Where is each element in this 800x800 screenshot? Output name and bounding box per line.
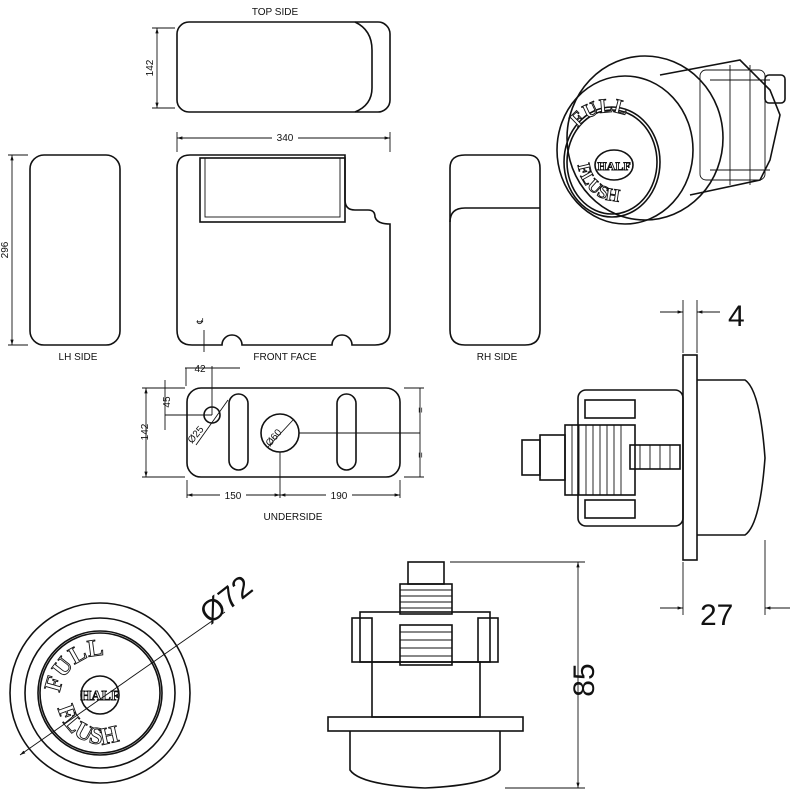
underside-label: UNDERSIDE [264,512,323,523]
lh-side-label: LH SIDE [59,352,98,363]
width-dimension-group: 340 [176,130,391,152]
front-face-view: ℄ FRONT FACE [176,154,391,363]
hole-offset-y-dimension: 45 [162,396,173,408]
large-hole-diameter: Ø60 [264,427,285,449]
button-full-text: FULL [40,635,105,695]
top-side-label: TOP SIDE [252,7,299,18]
button-diameter-dimension: Ø72 [194,570,259,631]
button-front-view: FULL HALF FLUSH Ø72 [9,570,259,784]
equal-mark-top: = [414,407,425,413]
hole-offset-x-dimension: 42 [194,364,206,375]
centerline-symbol: ℄ [195,318,205,325]
button-half-text: HALF [81,689,120,704]
underside-view: 42 45 142 Ø25 Ø60 = = 150 190 UNDERSIDE [140,364,425,523]
rh-side-label: RH SIDE [477,352,518,363]
button-elevation-view: 85 [327,561,601,789]
rh-side-view: RH SIDE [449,154,541,363]
underside-depth-dimension: 142 [140,423,151,440]
left-to-center-dimension: 150 [225,491,242,502]
height-dimension: 296 [0,241,11,258]
equal-mark-bottom: = [414,452,425,458]
button-side-view: 4 27 [521,300,790,632]
button-projection-dimension: 27 [700,599,733,632]
top-depth-dimension: 142 [145,59,156,76]
plate-thickness-dimension: 4 [728,300,745,333]
overall-length-dimension: 85 [568,663,601,696]
width-dimension: 340 [277,133,294,144]
lh-side-view: 296 LH SIDE [0,154,121,363]
center-to-right-dimension: 190 [331,491,348,502]
button-full-path: FULL [40,634,106,695]
knob-half-text: HALF [597,159,630,173]
top-side-view: TOP SIDE 142 [145,7,391,113]
button-isometric-view: FULL HALF [556,55,786,225]
front-face-label: FRONT FACE [253,352,316,363]
